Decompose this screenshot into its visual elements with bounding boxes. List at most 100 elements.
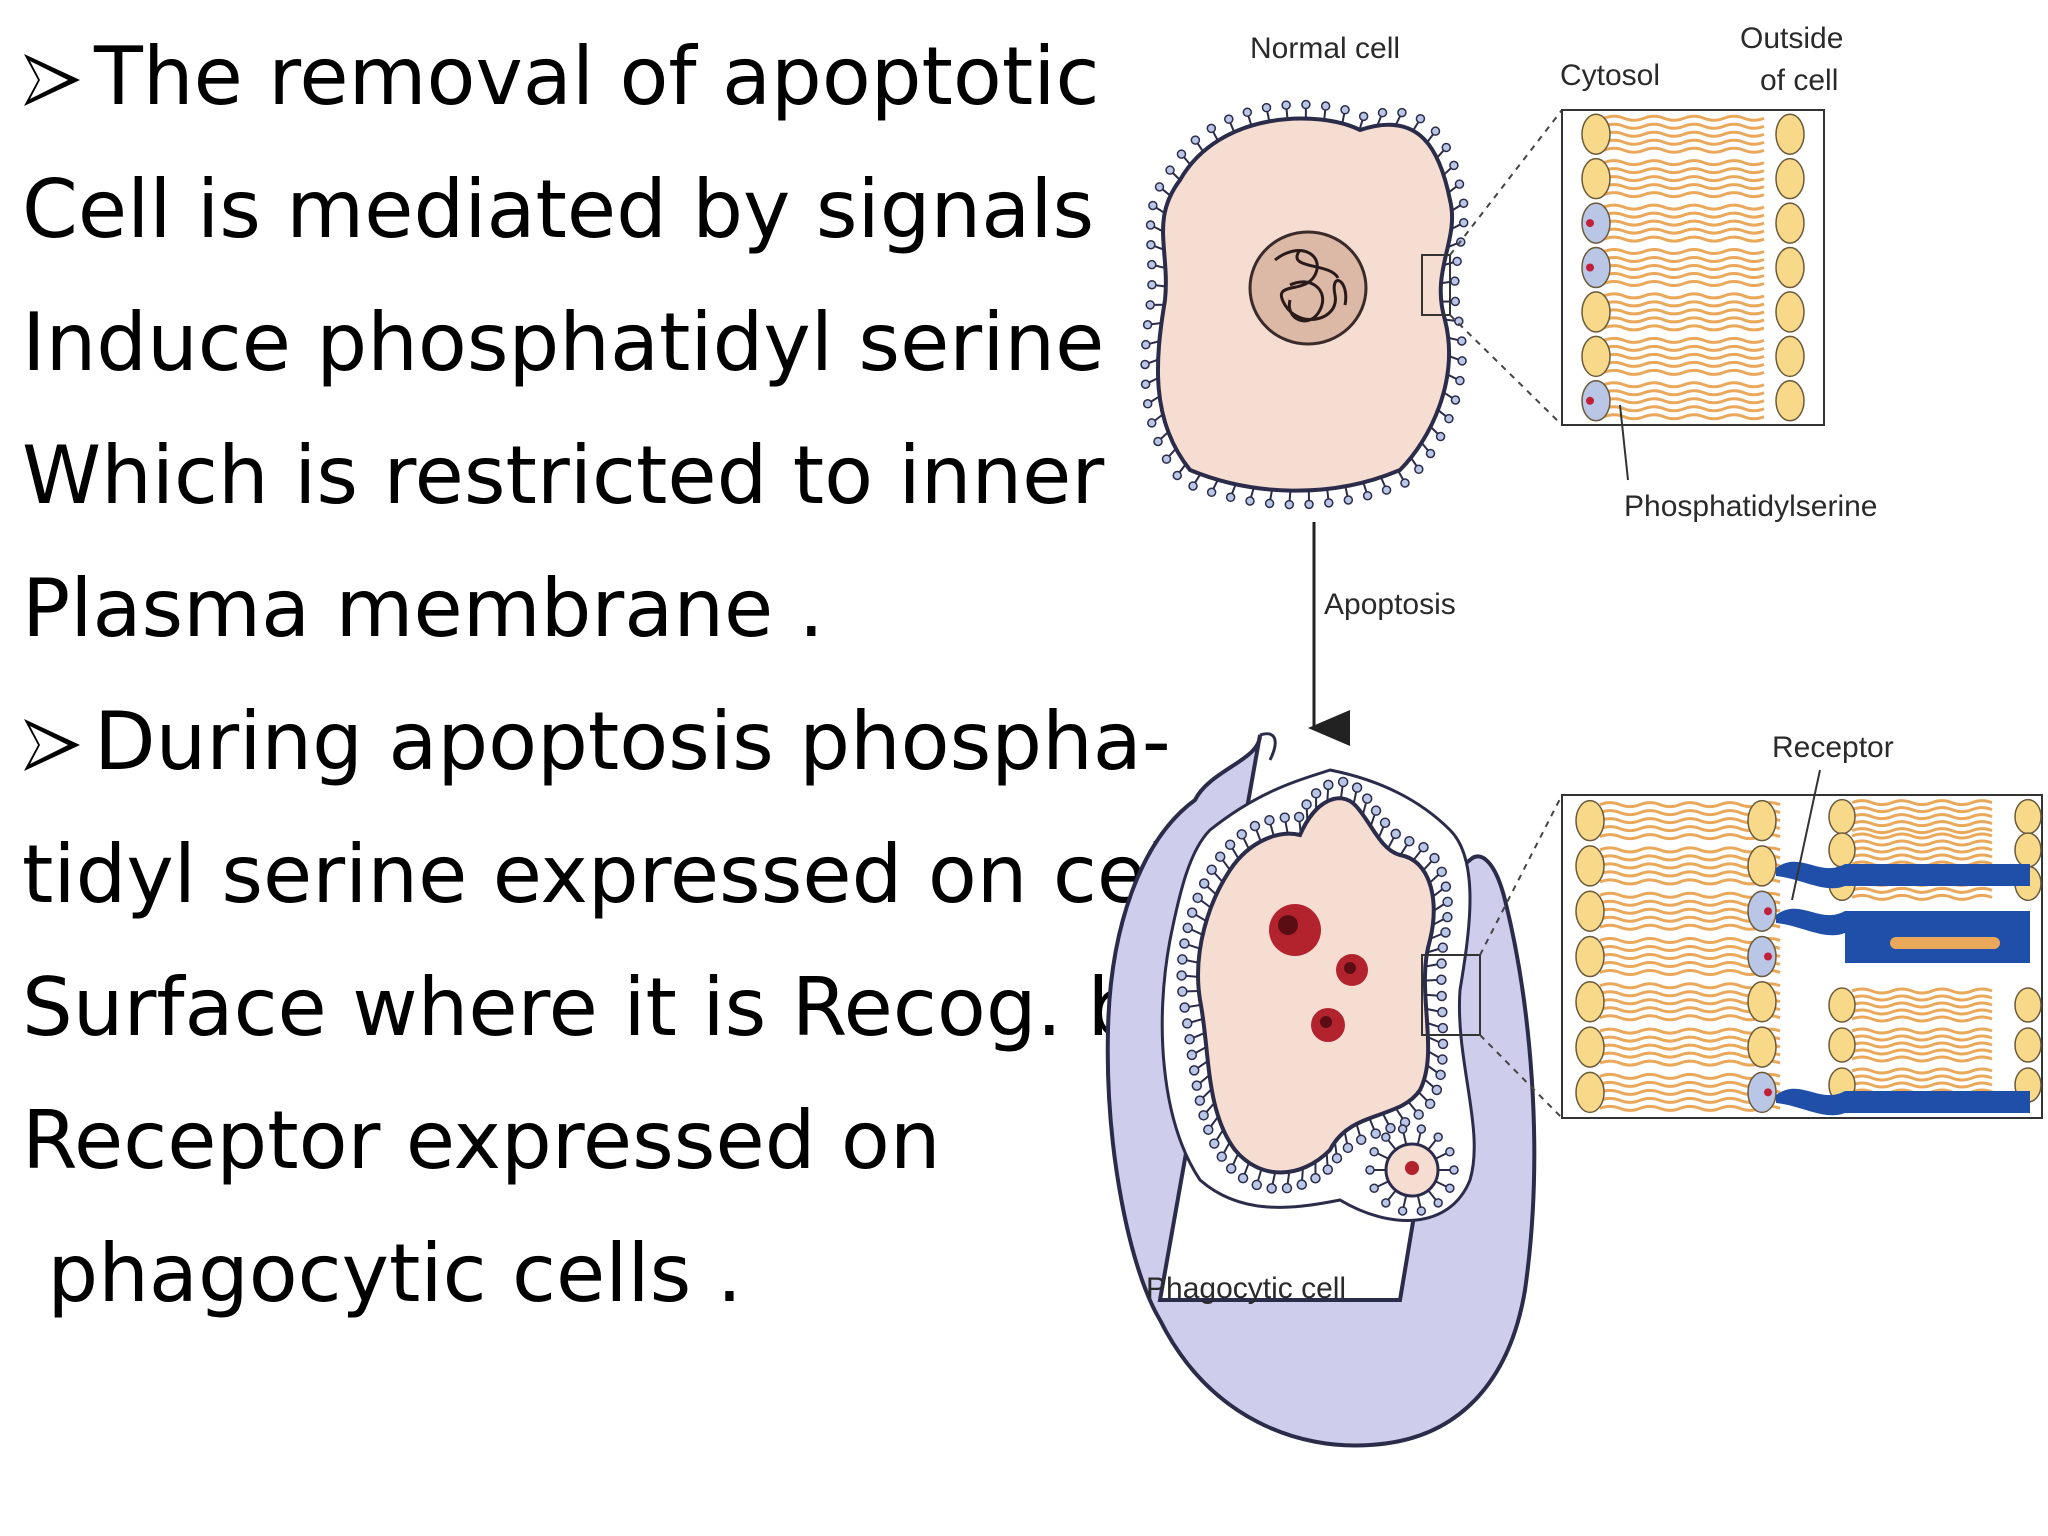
lipid-head bbox=[1828, 798, 1856, 835]
lipid-head bbox=[1177, 954, 1188, 965]
lipid-head bbox=[1454, 316, 1464, 326]
lipid-stalk bbox=[1205, 1102, 1216, 1113]
lipid-tail bbox=[1851, 886, 1993, 894]
lipid-head bbox=[1458, 198, 1469, 208]
lipid-tail bbox=[1851, 1048, 1993, 1056]
lipid-head bbox=[1575, 935, 1605, 978]
lipid-tail bbox=[1603, 264, 1765, 271]
apoptotic-cell-membrane bbox=[1196, 796, 1436, 1175]
phosphatidylserine-head bbox=[1747, 890, 1777, 932]
lipid-head bbox=[1381, 1132, 1391, 1142]
lipid-tail bbox=[1603, 292, 1765, 300]
lipid-stalk bbox=[1151, 321, 1162, 326]
lipid-head bbox=[1433, 1132, 1443, 1142]
lipid-stalk bbox=[1186, 974, 1199, 978]
lipid-head bbox=[1455, 375, 1465, 386]
lipid-head bbox=[1775, 335, 1805, 378]
lipid-stalk bbox=[1423, 1078, 1435, 1088]
normal-cell-lipid-heads bbox=[1140, 99, 1469, 510]
lipid-tail bbox=[1603, 248, 1765, 255]
lipid-stalk bbox=[1427, 1036, 1440, 1043]
lipid-head bbox=[1279, 812, 1291, 823]
lipid-tail bbox=[1599, 923, 1781, 931]
ps-marker bbox=[1764, 1088, 1772, 1097]
lipid-stalk bbox=[1188, 1003, 1202, 1008]
lipid-head bbox=[1176, 149, 1187, 159]
lipid-head bbox=[1424, 1098, 1436, 1110]
lipid-head bbox=[1206, 864, 1217, 876]
lipid-stalk bbox=[1231, 848, 1240, 860]
lipid-stalk bbox=[1426, 133, 1434, 143]
lipid-tail bbox=[1603, 114, 1765, 122]
text-line: Receptor expressed on bbox=[22, 1094, 941, 1187]
lipid-tail bbox=[1599, 982, 1781, 990]
lipid-tail bbox=[1599, 1059, 1781, 1067]
text-line-content: During apoptosis phospha- bbox=[94, 695, 1171, 788]
lipid-head bbox=[1435, 1069, 1446, 1081]
lipid-stalk bbox=[1325, 1153, 1329, 1166]
lipid-tail bbox=[1851, 806, 1993, 814]
lipid-tail bbox=[1603, 175, 1765, 183]
lipid-stalk bbox=[1412, 121, 1420, 132]
lipid-stalk bbox=[1155, 284, 1166, 288]
lipid-head bbox=[1445, 1147, 1455, 1157]
lipid-stalk bbox=[1447, 185, 1457, 194]
lipid-tail bbox=[1599, 1104, 1781, 1112]
lipid-head bbox=[1450, 395, 1461, 405]
lipid-stalk bbox=[1284, 821, 1289, 834]
lipid-tail bbox=[1603, 352, 1765, 360]
lipid-head bbox=[1184, 1034, 1195, 1045]
phosphatidylserine-head bbox=[1747, 935, 1777, 978]
lipid-stalk bbox=[1436, 149, 1445, 159]
lipid-stalk bbox=[1424, 978, 1437, 982]
lipid-head bbox=[1147, 259, 1157, 270]
lipid-stalk bbox=[1417, 1091, 1428, 1102]
lipid-stalk bbox=[1266, 111, 1271, 122]
lipid-head bbox=[1450, 296, 1461, 307]
lipid-tail bbox=[1603, 256, 1765, 263]
lipid-stalk bbox=[1381, 1113, 1390, 1125]
lipid-head bbox=[1581, 291, 1611, 333]
phosphatidylserine-head bbox=[1581, 246, 1611, 289]
lipid-head bbox=[1198, 878, 1210, 889]
label-normal-cell: Normal cell bbox=[1250, 32, 1400, 65]
lipid-stalk bbox=[1215, 1129, 1225, 1141]
lipid-stalk bbox=[1255, 829, 1262, 842]
lipid-stalk bbox=[1451, 204, 1461, 212]
lipid-tail bbox=[1599, 891, 1781, 899]
lipid-stalk bbox=[1377, 1152, 1390, 1160]
lipid-stalk bbox=[1343, 1131, 1349, 1144]
lipid-head bbox=[1418, 842, 1429, 853]
lipid-head bbox=[1142, 399, 1153, 409]
lipid-stalk bbox=[1395, 1107, 1404, 1120]
lipid-tail bbox=[1603, 122, 1765, 130]
lipid-tail bbox=[1603, 336, 1765, 344]
lipid-head bbox=[1310, 1172, 1321, 1184]
lipid-tail bbox=[1603, 316, 1765, 324]
lipid-tail bbox=[1603, 272, 1765, 279]
arrow-bullet-icon bbox=[22, 10, 94, 143]
lipid-tail bbox=[1603, 397, 1765, 405]
lipid-head bbox=[1437, 1022, 1449, 1034]
lipid-stalk bbox=[1416, 1195, 1422, 1208]
ps-marker bbox=[1764, 907, 1772, 916]
lipid-head bbox=[1379, 817, 1391, 829]
lipid-stalk bbox=[1420, 442, 1429, 452]
lipid-stalk bbox=[1426, 1022, 1439, 1028]
lipid-stalk bbox=[1305, 808, 1309, 821]
lipid-stalk bbox=[1422, 860, 1433, 871]
lipid-stalk bbox=[1341, 113, 1346, 124]
lipid-head bbox=[1161, 454, 1172, 464]
lipid-head bbox=[1425, 448, 1436, 459]
lipid-tail bbox=[1851, 813, 1993, 821]
lipid-stalk bbox=[1195, 1046, 1207, 1054]
lipid-stalk bbox=[1222, 859, 1231, 871]
text-line: tidyl serine expressed on cell bbox=[22, 828, 1191, 921]
lipid-stalk bbox=[1191, 1017, 1204, 1024]
lipid-head bbox=[1177, 986, 1188, 997]
lipid-head bbox=[1775, 246, 1805, 289]
lipid-head bbox=[1361, 793, 1373, 804]
lipid-head bbox=[2014, 798, 2042, 835]
lipid-head bbox=[1362, 490, 1373, 501]
lipid-stalk bbox=[1160, 431, 1169, 440]
